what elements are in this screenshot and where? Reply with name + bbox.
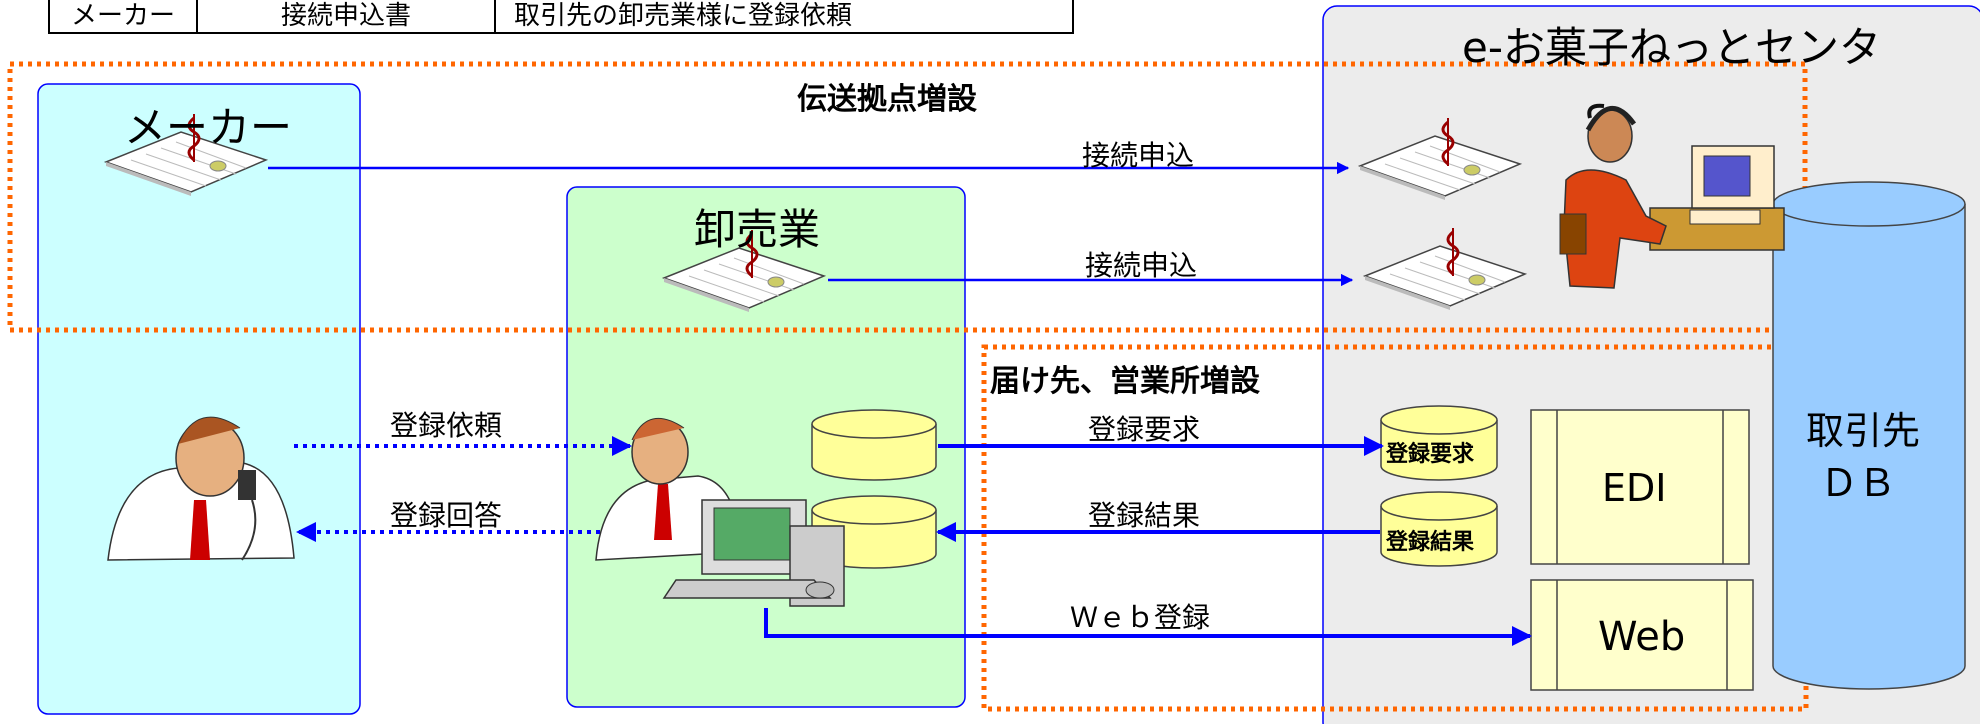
reg-request-center-label: 登録要求	[1088, 413, 1201, 446]
maker-apply-label: 接続申込	[1082, 139, 1195, 172]
reg-request-wholesaler-label: 登録依頼	[390, 409, 503, 442]
web-registration-label: Ｗｅｂ登録	[1070, 601, 1211, 634]
clerk-computer-icon	[595, 418, 845, 607]
reg-reply-maker-label: 登録回答	[390, 499, 503, 532]
client-db-label-line2: ＤＢ	[1820, 461, 1897, 505]
edi-box	[1530, 409, 1750, 565]
transmission-zone-label: 伝送拠点増設	[797, 82, 977, 117]
center-request-cylinder	[1380, 405, 1498, 481]
client-db-label-line1: 取引先	[1806, 409, 1921, 453]
client-db-cylinder	[1772, 181, 1966, 690]
center-title: e-お菓子ねっとセンタ	[1462, 23, 1881, 72]
header-cell-desc: 取引先の卸売業様に登録依頼	[494, 0, 1074, 34]
header-cell-form: 接続申込書	[196, 0, 496, 34]
person-phone-icon	[107, 416, 295, 561]
reg-result-center-label: 登録結果	[1088, 499, 1201, 532]
web-registration-arrow	[764, 608, 1532, 646]
operator-headset-icon	[1559, 103, 1785, 289]
web-box	[1530, 579, 1754, 691]
wholesaler-apply-label: 接続申込	[1085, 249, 1198, 282]
maker-title: メーカー	[124, 103, 293, 152]
center-result-cylinder	[1380, 491, 1498, 567]
header-cell-maker: メーカー	[48, 0, 198, 34]
header-table: メーカー 接続申込書 取引先の卸売業様に登録依頼	[48, 0, 1074, 34]
edi-label: EDI	[1602, 466, 1667, 510]
center-request-cylinder-label: 登録要求	[1386, 442, 1475, 467]
wholesaler-title: 卸売業	[694, 205, 821, 254]
web-label: Web	[1598, 614, 1686, 660]
destination-zone-label: 届け先、営業所増設	[990, 364, 1260, 399]
center-result-cylinder-label: 登録結果	[1386, 530, 1475, 555]
wholesaler-request-cylinder	[811, 409, 937, 481]
